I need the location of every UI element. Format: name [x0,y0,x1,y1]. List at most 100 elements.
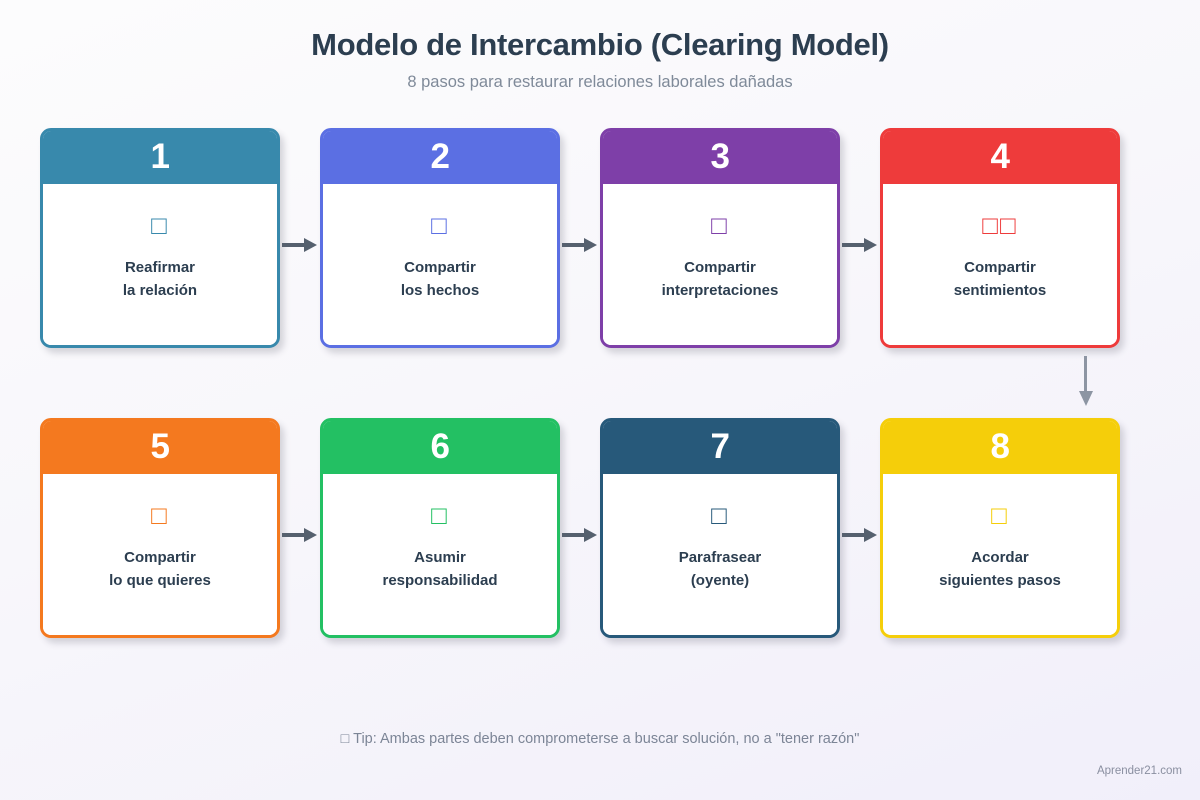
step-card-1-label: Reafirmar la relación [115,256,205,303]
target-wants-icon: □ [151,500,169,530]
step-card-6[interactable]: 6 □ Asumir responsabilidad [320,418,560,638]
step-number: 7 [710,426,730,466]
page-subtitle: 8 pasos para restaurar relaciones labora… [407,73,793,92]
step-card-4-header: 4 [883,131,1117,184]
listening-ear-icon: □ [711,500,729,530]
step-slot-3: 3 □ Compartir interpretaciones [600,128,877,348]
arrow-shaft [282,533,306,537]
step-label-line1: Compartir [964,259,1036,276]
page-header: Modelo de Intercambio (Clearing Model) 8… [0,0,1200,93]
step-number: 2 [430,136,450,176]
agreement-checklist-icon: □ [991,500,1009,530]
lightbulb-icon: □ [340,731,350,747]
arrow-shaft [562,533,586,537]
step-card-3-body: □ Compartir interpretaciones [603,184,837,345]
step-card-3-header: 3 [603,131,837,184]
step-card-7-body: □ Parafrasear (oyente) [603,474,837,635]
arrow-shaft [842,243,866,247]
step-slot-5: 5 □ Compartir lo que quieres [40,418,317,638]
step-slot-1: 1 □ Reafirmar la relación [40,128,317,348]
step-card-1-body: □ Reafirmar la relación [43,184,277,345]
step-slot-8: 8 □ Acordar siguientes pasos [880,418,1120,638]
step-card-5-label: Compartir lo que quieres [101,546,219,593]
step-label-line2: interpretaciones [661,282,779,300]
step-label-line2: sentimientos [953,282,1047,300]
responsibility-icon: □ [431,500,449,530]
step-card-5[interactable]: 5 □ Compartir lo que quieres [40,418,280,638]
step-number: 5 [150,426,170,466]
step-card-1[interactable]: 1 □ Reafirmar la relación [40,128,280,348]
step-card-8-label: Acordar siguientes pasos [931,546,1069,593]
step-card-3[interactable]: 3 □ Compartir interpretaciones [600,128,840,348]
handshake-icon: □ [151,210,169,240]
step-label-line2: (oyente) [690,572,750,590]
arrow-head [864,238,877,252]
step-card-8[interactable]: 8 □ Acordar siguientes pasos [880,418,1120,638]
step-label-line2: siguientes pasos [939,572,1061,590]
steps-row-2: 5 □ Compartir lo que quieres 6 [40,418,1160,638]
arrow-head [304,528,317,542]
arrow-shaft [282,243,306,247]
step-card-2-body: □ Compartir los hechos [323,184,557,345]
footer-tip-text: Tip: Ambas partes deben comprometerse a … [353,731,860,747]
step-card-2[interactable]: 2 □ Compartir los hechos [320,128,560,348]
thought-bubble-icon: □ [711,210,729,240]
arrow-shaft [1084,356,1087,394]
step-number: 8 [990,426,1010,466]
steps-grid: 1 □ Reafirmar la relación 2 [40,128,1160,638]
footer-tip: □ Tip: Ambas partes deben comprometerse … [0,730,1200,749]
step-number: 6 [430,426,450,466]
step-card-7-header: 7 [603,421,837,474]
steps-row-1: 1 □ Reafirmar la relación 2 [40,128,1160,348]
step-label-line2: lo que quieres [109,572,211,590]
arrow-head [304,238,317,252]
step-card-2-label: Compartir los hechos [393,256,487,303]
arrow-step-6-to-7 [562,528,598,542]
step-slot-6: 6 □ Asumir responsabilidad [320,418,597,638]
arrow-step-3-to-4 [842,238,878,252]
step-slot-4: 4 □□ Compartir sentimientos [880,128,1120,348]
step-card-8-body: □ Acordar siguientes pasos [883,474,1117,635]
step-slot-7: 7 □ Parafrasear (oyente) [600,418,877,638]
arrow-step-2-to-3 [562,238,598,252]
arrow-head [864,528,877,542]
step-slot-2: 2 □ Compartir los hechos [320,128,597,348]
arrow-row-1-to-row-2 [1079,356,1093,408]
arrow-step-5-to-6 [282,528,318,542]
site-credit: Aprender21.com [1096,765,1182,777]
heart-feelings-icon: □□ [982,210,1018,240]
step-label-line1: Compartir [404,259,476,276]
step-label-line2: la relación [122,282,198,300]
step-number: 1 [150,136,170,176]
clipboard-facts-icon: □ [431,210,449,240]
arrow-step-1-to-2 [282,238,318,252]
step-label-line1: Parafrasear [678,549,762,566]
step-card-2-header: 2 [323,131,557,184]
step-card-7[interactable]: 7 □ Parafrasear (oyente) [600,418,840,638]
step-card-7-label: Parafrasear (oyente) [671,546,770,593]
step-card-5-body: □ Compartir lo que quieres [43,474,277,635]
step-card-4-body: □□ Compartir sentimientos [883,184,1117,345]
step-card-3-label: Compartir interpretaciones [654,256,787,303]
step-card-6-header: 6 [323,421,557,474]
step-card-4-label: Compartir sentimientos [946,256,1055,303]
step-label-line1: Asumir [414,549,466,566]
step-label-line1: Compartir [124,549,196,566]
step-number: 4 [990,136,1010,176]
step-card-4[interactable]: 4 □□ Compartir sentimientos [880,128,1120,348]
arrow-shaft [842,533,866,537]
arrow-head [584,528,597,542]
step-label-line1: Acordar [971,549,1029,566]
arrow-head [1079,391,1093,406]
step-label-line2: los hechos [400,282,480,300]
arrow-shaft [562,243,586,247]
arrow-step-7-to-8 [842,528,878,542]
step-card-6-body: □ Asumir responsabilidad [323,474,557,635]
arrow-head [584,238,597,252]
step-label-line1: Compartir [684,259,756,276]
step-label-line2: responsabilidad [382,572,498,590]
step-card-8-header: 8 [883,421,1117,474]
step-card-1-header: 1 [43,131,277,184]
step-number: 3 [710,136,730,176]
step-card-5-header: 5 [43,421,277,474]
